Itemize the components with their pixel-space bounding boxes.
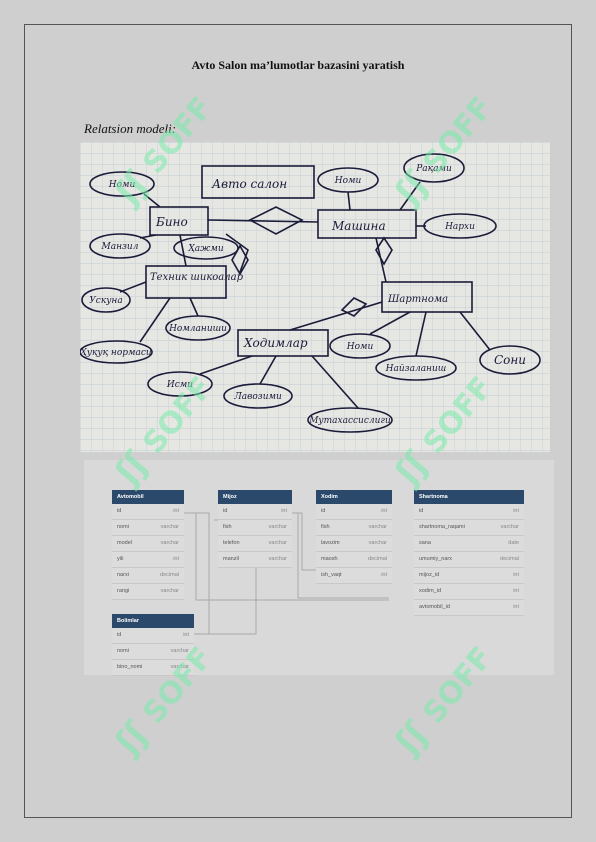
- table-header: Mijoz: [218, 490, 292, 504]
- table-header: Bolimlar: [112, 614, 194, 628]
- page-border: [24, 24, 572, 818]
- sketch-attr: Ускуна: [89, 296, 122, 306]
- relation-lines: [184, 512, 389, 635]
- sketch-attr: Номи: [108, 180, 136, 190]
- sketch-attr: Исми: [166, 380, 193, 390]
- sketch-attr: Номланиши: [168, 324, 227, 334]
- sketch-attr: Манзил: [101, 242, 139, 252]
- sketch-entity-3: Техник шикоалар: [150, 272, 244, 283]
- sketch-attr: Найзаланиш: [385, 364, 447, 374]
- sketch-attr: Сони: [494, 353, 526, 367]
- sketch-attr: Ҳажми: [187, 244, 223, 254]
- sketch-attr: Рақами: [415, 164, 452, 174]
- sketch-attr: Номи: [334, 176, 362, 186]
- section-subtitle: Relatsion modeli:: [84, 121, 177, 136]
- sketch-entity-1: Бино: [155, 215, 188, 229]
- page-title: Avto Salon ma’lumotlar bazasini yaratish: [191, 58, 405, 72]
- er-sketch-photo: Авто салон Бино Машина Техник шикоалар Х…: [80, 142, 550, 452]
- sketch-attr: Нархи: [444, 222, 475, 232]
- sketch-entity-5: Шартнома: [387, 294, 448, 305]
- sketch-entity-4: Ходимлар: [243, 336, 308, 350]
- table-header: Shartnoma: [414, 490, 524, 504]
- sketch-attr: Ҳуқуқ нормаси: [80, 348, 152, 358]
- sketch-attr: Мутахассислиги: [308, 416, 391, 426]
- sketch-entity-2: Машина: [331, 219, 386, 233]
- table-header: Xodim: [316, 490, 392, 504]
- sketch-attr: Лавозими: [233, 392, 282, 402]
- sketch-attr: Номи: [346, 342, 374, 352]
- sketch-top-box: Авто салон: [211, 177, 287, 191]
- table-header: Avtomobil: [112, 490, 184, 504]
